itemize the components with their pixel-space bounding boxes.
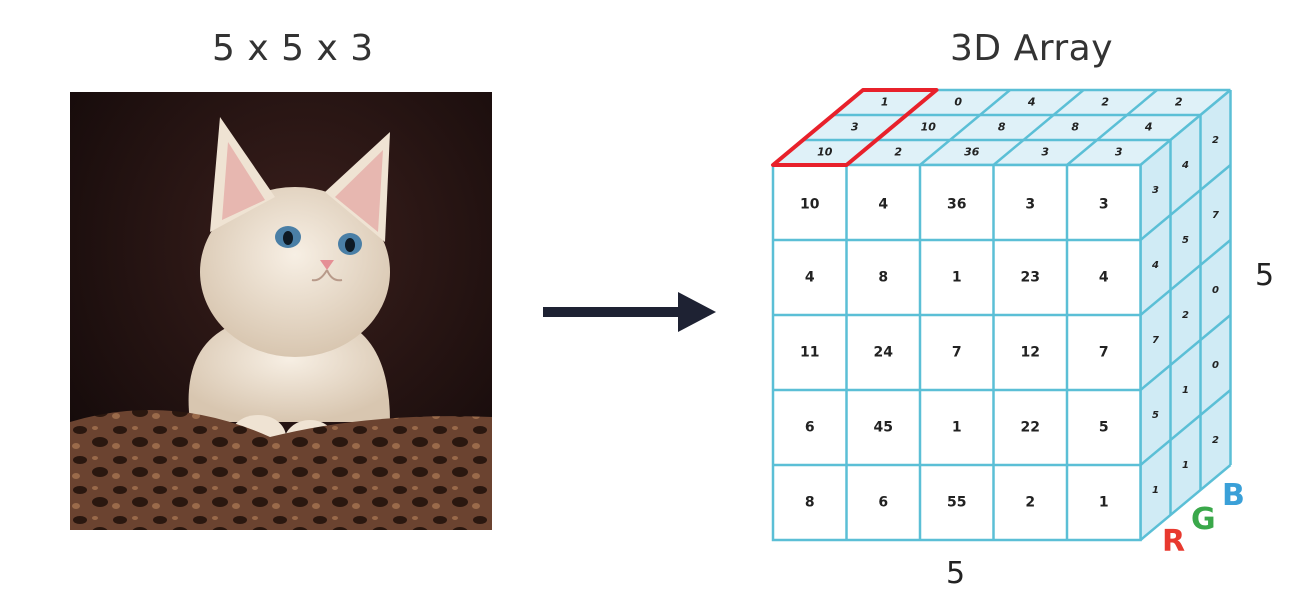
side-cell-value: 5 [1152, 410, 1159, 421]
side-cell-value: 2 [1212, 135, 1219, 146]
front-cell-value: 4 [805, 270, 815, 286]
side-cell-value: 2 [1182, 310, 1189, 321]
side-cell-value: 3 [1152, 185, 1159, 196]
side-cell-value: 2 [1212, 435, 1219, 446]
top-cell-value: 10 [817, 146, 833, 159]
top-cell-value: 2 [1101, 96, 1109, 109]
side-cell-value: 1 [1182, 460, 1189, 471]
front-cell-value: 45 [874, 420, 893, 436]
front-cell-value: 7 [1099, 345, 1109, 361]
side-cell-value: 4 [1181, 160, 1189, 171]
front-cell-value: 8 [878, 270, 888, 286]
front-cell-value: 11 [800, 345, 819, 361]
channel-g-label: G [1191, 502, 1216, 537]
side-cell-value: 0 [1212, 360, 1219, 371]
top-cell-value: 10 [921, 121, 937, 134]
front-cell-value: 6 [805, 420, 815, 436]
top-cell-value: 2 [894, 146, 902, 159]
top-cell-value: 3 [1041, 146, 1049, 159]
top-cell-value: 4 [1144, 121, 1153, 134]
top-cell-value: 2 [1175, 96, 1183, 109]
kitten-photo [70, 92, 492, 530]
front-cell-value: 1 [952, 270, 962, 286]
front-cell-value: 22 [1021, 420, 1040, 436]
side-cell-value: 7 [1152, 335, 1159, 346]
front-cell-value: 3 [1025, 197, 1035, 213]
width-label: 5 [946, 556, 966, 591]
front-cell-value: 10 [800, 197, 820, 213]
side-cell-value: 1 [1182, 385, 1189, 396]
top-cell-value: 4 [1027, 96, 1036, 109]
cube-side-face: 3 4 7 5 1 4 5 2 1 1 2 7 0 0 2 [1139, 89, 1232, 541]
right-title: 3D Array [950, 28, 1114, 69]
side-cell-value: 1 [1152, 485, 1159, 496]
front-cell-value: 4 [878, 197, 888, 213]
front-cell-value: 6 [878, 495, 888, 511]
front-cell-value: 36 [947, 197, 966, 213]
arrow-right-icon [543, 292, 716, 332]
front-cell-value: 1 [952, 420, 962, 436]
channel-r-label: R [1162, 524, 1186, 559]
front-cell-value: 23 [1021, 270, 1040, 286]
front-cell-value: 1 [1099, 495, 1109, 511]
front-cell-value: 12 [1021, 345, 1040, 361]
top-cell-value: 1 [881, 96, 889, 109]
channel-b-label: B [1222, 478, 1245, 513]
front-cell-value: 8 [805, 495, 815, 511]
side-cell-value: 5 [1182, 235, 1189, 246]
front-cell-value: 5 [1099, 420, 1109, 436]
cube-front-face: 10 4 36 3 3 4 8 1 23 4 11 24 7 12 7 6 45 1 22 5 8 6 55 2 1 [771, 163, 1142, 542]
height-label: 5 [1255, 258, 1275, 293]
front-cell-value: 55 [947, 495, 966, 511]
side-cell-value: 4 [1151, 260, 1159, 271]
highlight-outline [771, 88, 939, 167]
top-cell-value: 0 [954, 96, 962, 109]
side-cell-value: 7 [1212, 210, 1219, 221]
front-cell-value: 3 [1099, 197, 1109, 213]
front-cell-value: 2 [1025, 495, 1035, 511]
top-cell-value: 8 [1071, 121, 1079, 134]
top-cell-value: 3 [1115, 146, 1123, 159]
left-title: 5 x 5 x 3 [212, 28, 374, 69]
front-cell-value: 24 [874, 345, 894, 361]
front-cell-value: 4 [1099, 270, 1109, 286]
top-cell-value: 3 [851, 121, 859, 134]
top-cell-value: 36 [964, 146, 980, 159]
side-cell-value: 0 [1212, 285, 1219, 296]
front-cell-value: 7 [952, 345, 962, 361]
top-cell-value: 8 [998, 121, 1006, 134]
